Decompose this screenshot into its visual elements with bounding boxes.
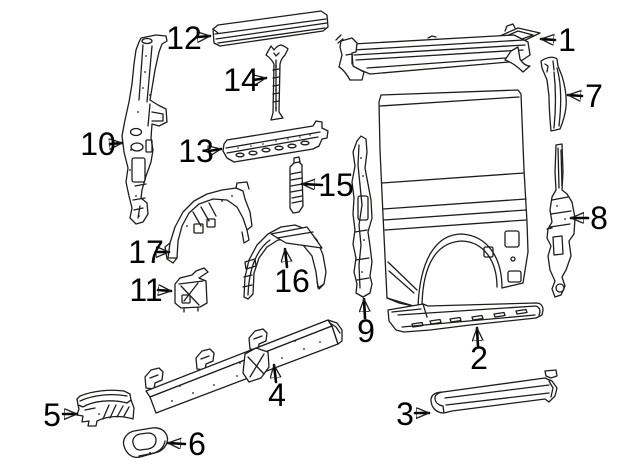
callout-label-12: 12 (166, 20, 202, 56)
part-15-bracket-illustration (289, 156, 304, 214)
part-8-pillar-illustration (546, 143, 576, 298)
callout-12-arrow (198, 36, 212, 37)
callout-1-arrow (539, 39, 557, 40)
callout-label-2: 2 (470, 340, 488, 376)
callout-label-14: 14 (223, 62, 259, 98)
callout-9-arrow (364, 297, 365, 320)
callout-4-arrow (274, 363, 276, 384)
callout-6-arrow (166, 443, 187, 444)
part-17-wheelhouse-illustration (164, 181, 253, 264)
callout-label-10: 10 (80, 126, 116, 162)
callout-15-arrow (300, 184, 324, 185)
part-16-wheelhouse-illustration (242, 224, 327, 300)
callout-label-8: 8 (590, 200, 608, 236)
callout-label-6: 6 (188, 426, 206, 462)
part-13-rail-illustration (222, 120, 329, 163)
part-7-pillar-illustration (540, 56, 567, 132)
callout-label-16: 16 (274, 263, 310, 299)
callout-label-3: 3 (396, 396, 414, 432)
callout-14-arrow (254, 78, 268, 80)
callout-label-7: 7 (585, 78, 603, 114)
callout-label-5: 5 (43, 397, 61, 433)
callout-2-arrow (477, 326, 478, 348)
callout-16-arrow (285, 247, 287, 269)
part-11-bracket-illustration (174, 267, 209, 313)
part-4-sill-illustration (144, 319, 343, 414)
callout-label-11: 11 (129, 272, 163, 308)
callout-10-arrow (110, 143, 124, 144)
callout-label-15: 15 (318, 167, 354, 203)
part-12-rail-illustration (212, 10, 329, 47)
part-1-rail-illustration (335, 23, 541, 81)
callout-label-17: 17 (128, 234, 164, 270)
part-14-pillar-illustration (265, 44, 289, 121)
side-panel-illustration (378, 89, 529, 308)
callout-7-arrow (566, 95, 584, 96)
part-5-bracket-illustration (76, 389, 135, 427)
callout-label-13: 13 (178, 133, 214, 169)
callout-arrows (61, 36, 590, 444)
callout-13-arrow (209, 149, 223, 151)
callout-label-1: 1 (558, 22, 576, 58)
callout-11-arrow (156, 290, 173, 291)
callout-label-9: 9 (357, 313, 375, 349)
part-3-molding-illustration (430, 369, 558, 414)
part-6-plate-illustration (122, 427, 169, 459)
callout-label-4: 4 (268, 377, 286, 413)
part-9-pillar-illustration (351, 135, 373, 298)
part-2-molding-illustration (387, 302, 544, 333)
part-10-pillar-illustration (121, 34, 168, 225)
